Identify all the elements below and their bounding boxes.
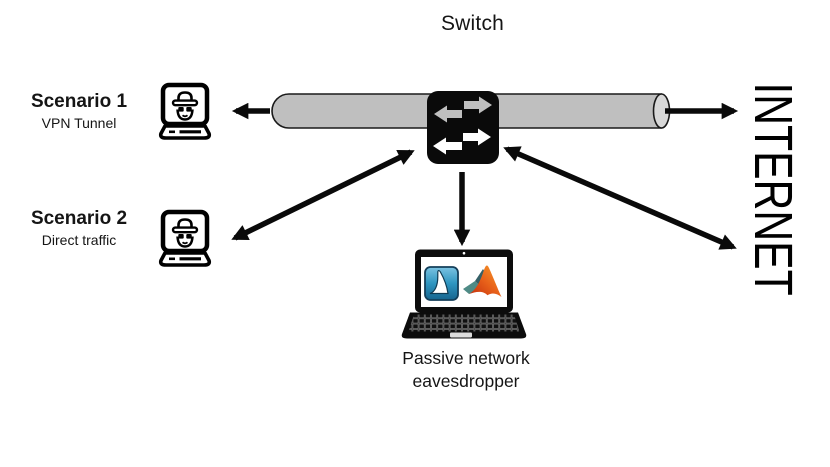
switch-arrow-bottom-right — [463, 128, 491, 146]
matlab-icon — [463, 265, 502, 297]
network-switch-icon — [427, 91, 499, 164]
wireshark-icon — [424, 266, 459, 301]
arrow-switch-internet-bidirectional — [503, 146, 737, 250]
scenario-1-title: Scenario 1 — [30, 91, 128, 112]
spy-glasses-icon — [178, 234, 184, 239]
scenario-1-subtitle: VPN Tunnel — [41, 115, 117, 131]
scenario-2-label-group: Scenario 2 Direct traffic — [14, 208, 144, 249]
eavesdropper-caption-line2: eavesdropper — [412, 371, 520, 391]
eavesdropper-caption: Passive network eavesdropper — [366, 347, 566, 393]
scenario-1-label-group: Scenario 1 VPN Tunnel — [14, 91, 144, 132]
switch-arrow-bottom-left — [433, 137, 462, 155]
scenario-2-title: Scenario 2 — [30, 208, 128, 229]
keyboard-keys — [408, 314, 520, 332]
eavesdropper-laptop-icon — [401, 249, 527, 339]
touchpad — [450, 332, 472, 338]
spy-glasses-icon — [178, 107, 184, 112]
hacker-laptop-icon-scenario2 — [158, 209, 212, 267]
webcam-icon — [462, 251, 466, 255]
eavesdropper-caption-line1: Passive network — [402, 348, 530, 368]
switch-arrow-top-left — [434, 105, 462, 123]
internet-label: INTERNET — [743, 82, 803, 296]
spy-hat-icon — [177, 91, 193, 101]
arrow-switch-scenario2-bidirectional — [231, 149, 415, 241]
switch-arrow-top-right — [464, 96, 492, 114]
spy-hat-icon — [177, 218, 193, 228]
scenario-2-subtitle: Direct traffic — [41, 232, 117, 248]
hacker-laptop-icon-scenario1 — [158, 82, 212, 140]
switch-body — [427, 91, 499, 164]
switch-title: Switch — [440, 12, 505, 35]
